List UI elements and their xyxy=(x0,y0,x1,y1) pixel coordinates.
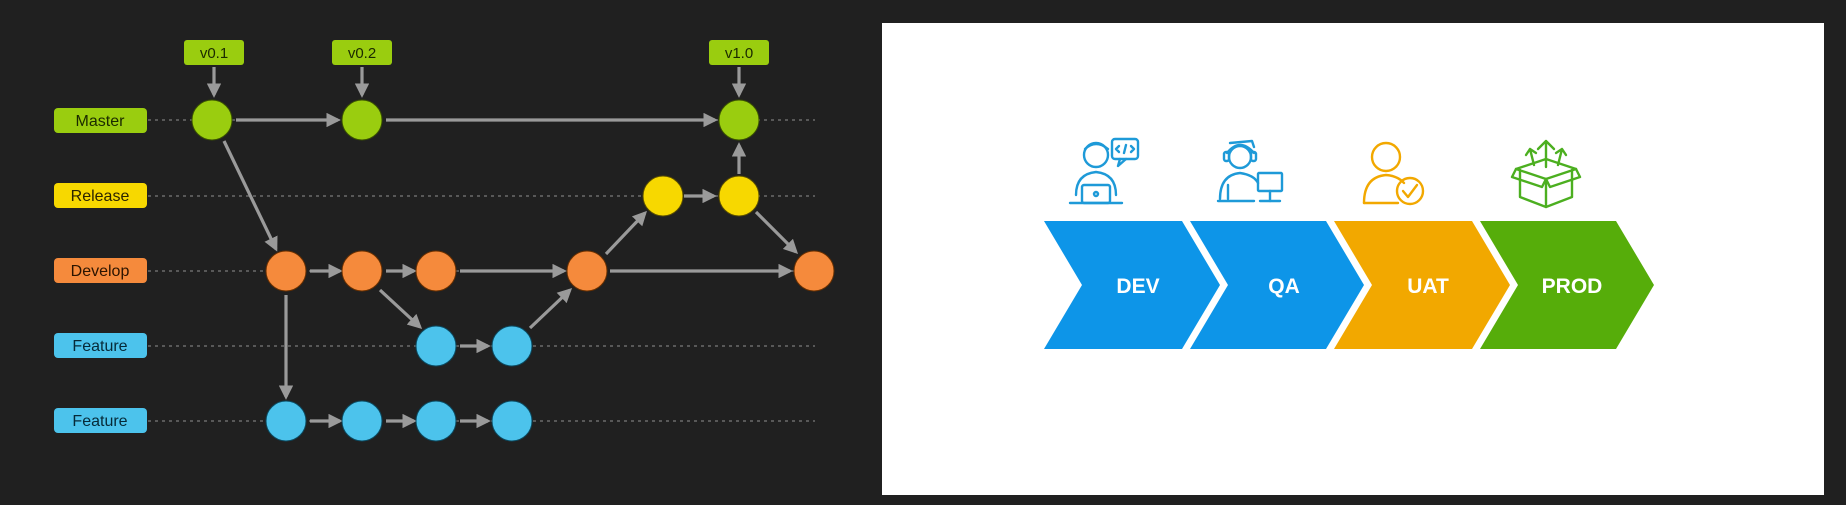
commit-develop-2 xyxy=(341,250,383,292)
commits-feature-2 xyxy=(265,400,533,442)
developer-icon xyxy=(1068,137,1140,205)
arrow-develop-to-release xyxy=(604,210,647,256)
commit-release-2 xyxy=(718,175,760,217)
stage-qa-label: QA xyxy=(1268,275,1300,298)
flow-arrows xyxy=(206,67,799,429)
tag-v1-0: v1.0 xyxy=(709,40,769,65)
branch-label-master: Master xyxy=(54,108,147,133)
branch-label-release-text: Release xyxy=(71,188,130,205)
commits-develop xyxy=(265,250,835,292)
arrow-master-to-develop xyxy=(222,140,278,252)
gitflow-diagram: Master Release Develop Feature Feature v… xyxy=(54,40,835,442)
commit-release-1 xyxy=(642,175,684,217)
branch-label-develop: Develop xyxy=(54,258,147,283)
commit-master-2 xyxy=(341,99,383,141)
commit-develop-3 xyxy=(415,250,457,292)
commit-feature1-2 xyxy=(491,325,533,367)
commit-master-1 xyxy=(191,99,233,141)
stage-dev-label: DEV xyxy=(1116,275,1159,298)
pipeline-diagram: DEV QA UAT PROD xyxy=(1044,137,1654,349)
release-box-icon xyxy=(1510,139,1582,209)
pipeline-panel: DEV QA UAT PROD xyxy=(882,23,1824,495)
tag-v0-1-text: v0.1 xyxy=(200,45,228,62)
arrow-release-to-develop xyxy=(754,210,799,255)
commit-develop-1 xyxy=(265,250,307,292)
tag-v0-2: v0.2 xyxy=(332,40,392,65)
user-approved-icon xyxy=(1362,141,1425,206)
stage-dev: DEV xyxy=(1044,221,1220,349)
stage-uat: UAT xyxy=(1334,221,1510,349)
commit-feature2-4 xyxy=(491,400,533,442)
branch-label-feature-2: Feature xyxy=(54,408,147,433)
branch-label-master-text: Master xyxy=(76,113,126,130)
tester-icon xyxy=(1216,139,1284,203)
branch-label-feature-1-text: Feature xyxy=(72,338,127,355)
commits-release xyxy=(642,175,760,217)
tag-v1-0-text: v1.0 xyxy=(725,45,753,62)
commit-feature2-2 xyxy=(341,400,383,442)
tag-v0-2-text: v0.2 xyxy=(348,45,376,62)
stage-prod-label: PROD xyxy=(1542,275,1603,298)
branch-label-develop-text: Develop xyxy=(71,263,130,280)
stage-prod: PROD xyxy=(1480,221,1654,349)
branch-label-feature-1: Feature xyxy=(54,333,147,358)
commit-master-3 xyxy=(718,99,760,141)
tag-v0-1: v0.1 xyxy=(184,40,244,65)
commits-feature-1 xyxy=(415,325,533,367)
stage-uat-label: UAT xyxy=(1407,275,1449,298)
stage-qa: QA xyxy=(1190,221,1364,349)
commits-master xyxy=(191,99,760,141)
commit-feature2-1 xyxy=(265,400,307,442)
branch-label-release: Release xyxy=(54,183,147,208)
branch-label-feature-2-text: Feature xyxy=(72,413,127,430)
arrow-feature1-to-develop xyxy=(528,288,573,330)
arrow-develop-to-feature1 xyxy=(378,288,423,329)
commit-feature1-1 xyxy=(415,325,457,367)
commit-feature2-3 xyxy=(415,400,457,442)
commit-develop-4 xyxy=(566,250,608,292)
commit-develop-5 xyxy=(793,250,835,292)
